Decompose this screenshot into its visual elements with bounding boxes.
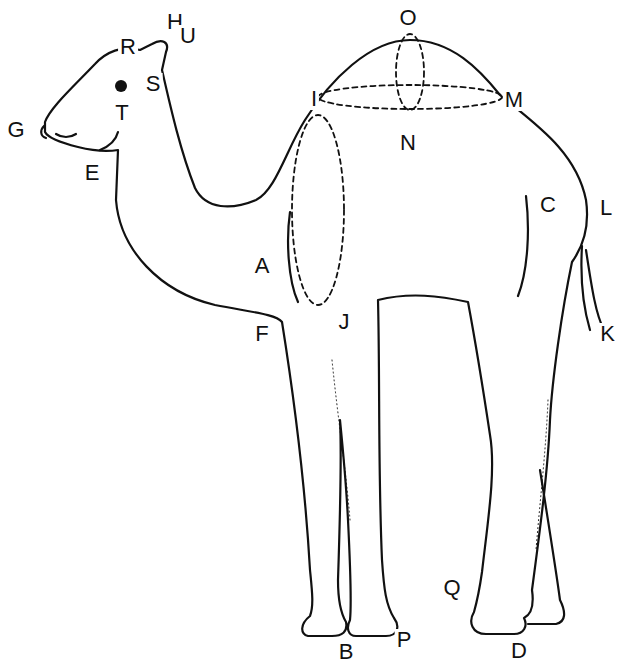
- part-label: B: [337, 641, 356, 663]
- camel-hip: [518, 196, 528, 296]
- camel-leg-shade: [536, 400, 548, 550]
- part-label: K: [598, 323, 617, 345]
- hump-girth-ellipse: [318, 85, 502, 109]
- part-label: G: [5, 119, 26, 141]
- part-label: T: [113, 102, 130, 124]
- part-label: J: [337, 311, 352, 333]
- part-label: M: [503, 89, 525, 111]
- camel-mouth: [41, 126, 76, 138]
- part-label: N: [398, 132, 418, 154]
- part-label: A: [253, 255, 272, 277]
- part-label: U: [178, 25, 198, 47]
- hump-height-ellipse: [396, 34, 424, 110]
- part-label: L: [598, 197, 614, 219]
- part-label: C: [538, 194, 558, 216]
- camel-chin: [100, 132, 118, 150]
- camel-eye: [115, 80, 127, 92]
- part-label: S: [144, 73, 163, 95]
- part-label: Q: [441, 577, 462, 599]
- chest-girth-ellipse: [292, 115, 344, 305]
- part-label: E: [83, 162, 102, 184]
- camel-outline: [45, 40, 587, 636]
- camel-tail: [581, 246, 604, 330]
- part-label: P: [395, 629, 414, 651]
- part-label: F: [253, 323, 270, 345]
- part-label: D: [509, 640, 529, 662]
- part-label: I: [309, 88, 319, 110]
- camel-leg-shade: [332, 360, 350, 520]
- part-label: O: [397, 7, 418, 29]
- camel-hind-leg: [528, 470, 564, 624]
- part-label: R: [118, 36, 138, 58]
